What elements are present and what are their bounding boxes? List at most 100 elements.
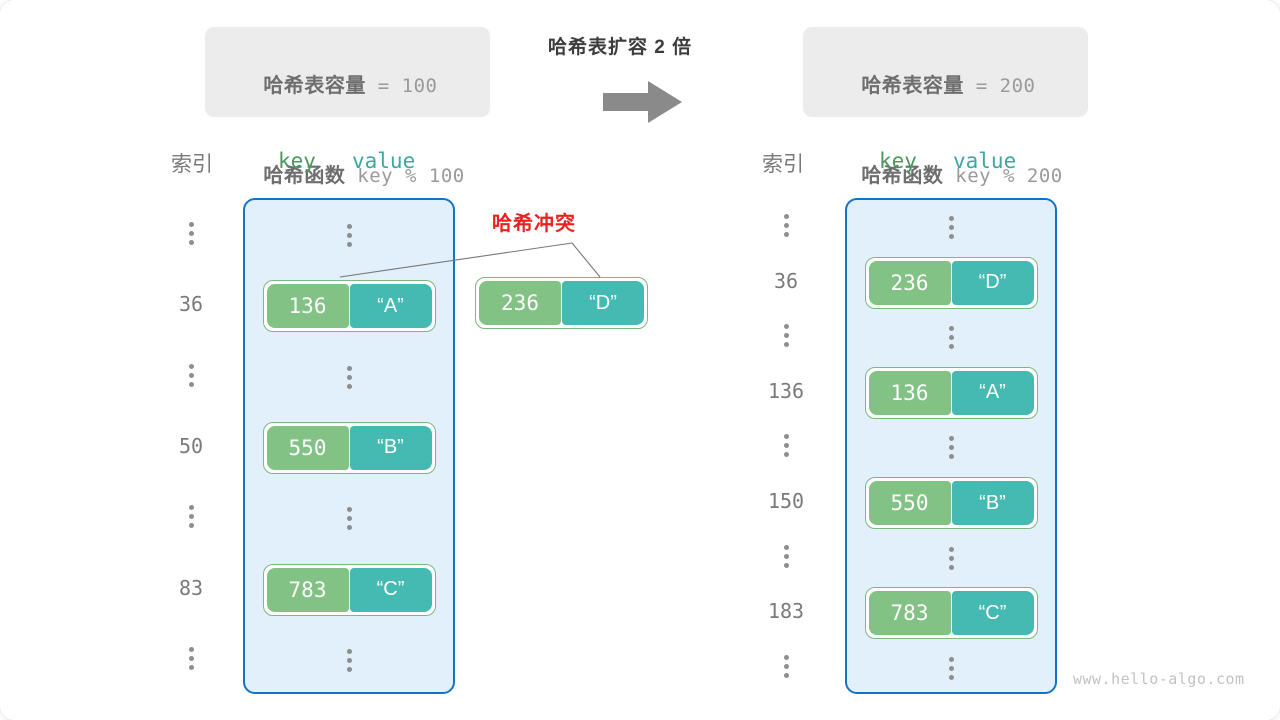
- index-label: 183: [767, 599, 805, 624]
- index-label: 36: [773, 268, 799, 293]
- ellipsis-icon: [948, 546, 954, 570]
- table-row: 550“B”: [245, 413, 453, 484]
- arrow-right-icon: [603, 80, 683, 124]
- right-function-line: 哈希函数 key % 200: [825, 131, 1066, 221]
- right-header-index: 索引: [762, 153, 804, 176]
- key-value-pair: 783“C”: [262, 563, 436, 616]
- pair-key: 783: [868, 591, 951, 636]
- index-cell: 136: [750, 363, 822, 418]
- table-row: [847, 200, 1055, 255]
- left-capacity-value: = 100: [365, 75, 438, 97]
- table-row: [847, 641, 1055, 696]
- ellipsis-icon: [783, 214, 789, 238]
- ellipsis-icon: [948, 326, 954, 350]
- index-label: 150: [767, 489, 805, 514]
- index-cell: 36: [160, 269, 222, 340]
- colliding-pair-key: 236: [479, 281, 561, 325]
- left-hash-table: 136“A” 550“B” 783“C”: [243, 198, 455, 694]
- ellipsis-icon: [783, 434, 789, 458]
- ellipsis-icon: [188, 505, 194, 529]
- table-row: 550“B”: [847, 476, 1055, 531]
- right-function-value: key % 200: [943, 165, 1063, 187]
- index-cell: [750, 198, 822, 253]
- index-cell: 183: [750, 584, 822, 639]
- ellipsis-icon: [346, 223, 352, 247]
- right-hash-table: 236“D” 136“A” 550“B” 783“C”: [845, 198, 1057, 694]
- ellipsis-icon: [346, 649, 352, 673]
- key-value-pair: 783“C”: [864, 587, 1038, 640]
- right-capacity-label: 哈希表容量: [861, 75, 964, 97]
- pair-key: 136: [868, 370, 951, 415]
- ellipsis-icon: [346, 365, 352, 389]
- left-function-label: 哈希函数: [263, 165, 346, 187]
- table-row: [245, 625, 453, 696]
- ellipsis-icon: [188, 221, 194, 245]
- index-label: 136: [767, 378, 805, 403]
- key-value-pair: 136“A”: [262, 280, 436, 333]
- ellipsis-icon: [948, 216, 954, 240]
- right-capacity-value: = 200: [963, 75, 1036, 97]
- right-capacity-line: 哈希表容量 = 200: [825, 41, 1066, 131]
- index-cell: 36: [750, 253, 822, 308]
- index-cell: [750, 308, 822, 363]
- index-label: 50: [178, 433, 204, 458]
- pair-value: “B”: [349, 425, 432, 470]
- left-index-column: 36 50 83: [160, 198, 222, 694]
- table-row: [245, 483, 453, 554]
- index-cell: [750, 639, 822, 694]
- key-value-pair: 550“B”: [864, 477, 1038, 530]
- collision-label: 哈希冲突: [492, 213, 576, 235]
- left-capacity-label: 哈希表容量: [263, 75, 366, 97]
- ellipsis-icon: [948, 656, 954, 680]
- table-row: [847, 420, 1055, 475]
- key-value-pair: 136“A”: [864, 366, 1038, 419]
- ellipsis-icon: [783, 654, 789, 678]
- resize-title: 哈希表扩容 2 倍: [548, 37, 693, 58]
- left-hash-config-box: 哈希表容量 = 100 哈希函数 key % 100: [205, 27, 490, 187]
- index-cell: 150: [750, 474, 822, 529]
- ellipsis-icon: [783, 544, 789, 568]
- watermark: www.hello-algo.com: [1073, 670, 1245, 688]
- key-value-pair: 236“D”: [864, 256, 1038, 309]
- index-cell: [160, 623, 222, 694]
- table-row: 783“C”: [245, 554, 453, 625]
- index-cell: 50: [160, 411, 222, 482]
- pair-value: “C”: [951, 591, 1034, 636]
- pair-value: “D”: [951, 260, 1034, 305]
- index-cell: [750, 418, 822, 473]
- right-header-key: key: [879, 149, 917, 173]
- table-row: [245, 342, 453, 413]
- table-row: [847, 310, 1055, 365]
- ellipsis-icon: [188, 647, 194, 671]
- index-label: 83: [178, 575, 204, 600]
- right-row-container: 236“D” 136“A” 550“B” 783“C”: [847, 200, 1055, 692]
- pair-key: 550: [868, 481, 951, 526]
- index-cell: [160, 481, 222, 552]
- index-label: 36: [178, 292, 204, 317]
- pair-value: “A”: [951, 370, 1034, 415]
- left-function-line: 哈希函数 key % 100: [227, 131, 468, 221]
- ellipsis-icon: [783, 324, 789, 348]
- left-function-value: key % 100: [345, 165, 465, 187]
- index-cell: [160, 198, 222, 269]
- right-header-value: value: [953, 149, 1017, 173]
- pair-value: “C”: [349, 567, 432, 612]
- left-header-value: value: [352, 149, 416, 173]
- colliding-pair-value: “D”: [562, 281, 644, 325]
- ellipsis-icon: [188, 363, 194, 387]
- right-hash-config-box: 哈希表容量 = 200 哈希函数 key % 200: [803, 27, 1088, 187]
- table-row: 136“A”: [847, 365, 1055, 420]
- right-index-column: 36 136 150 183: [750, 198, 822, 694]
- table-row: 136“A”: [245, 271, 453, 342]
- pair-value: “A”: [349, 284, 432, 329]
- left-header-index: 索引: [171, 153, 213, 176]
- ellipsis-icon: [346, 507, 352, 531]
- key-value-pair: 550“B”: [262, 421, 436, 474]
- pair-key: 136: [266, 284, 349, 329]
- table-row: [245, 200, 453, 271]
- ellipsis-icon: [948, 436, 954, 460]
- table-row: 783“C”: [847, 586, 1055, 641]
- pair-key: 550: [266, 425, 349, 470]
- index-cell: 83: [160, 552, 222, 623]
- left-header-key: key: [278, 149, 316, 173]
